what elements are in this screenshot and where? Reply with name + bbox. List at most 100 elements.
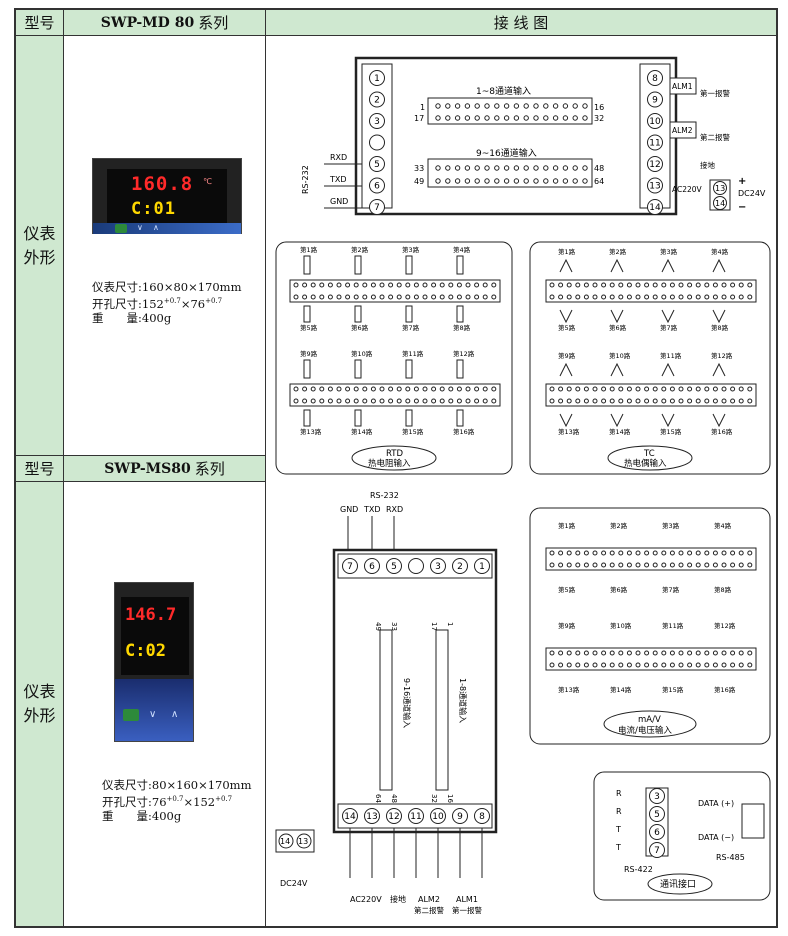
tc-pin bbox=[661, 386, 667, 392]
rtd-pin bbox=[370, 398, 376, 404]
rtd-channel-label: 第8路 bbox=[453, 323, 471, 332]
rtd-pin bbox=[345, 398, 351, 404]
input-dot bbox=[445, 103, 451, 109]
rtd-pin bbox=[319, 282, 325, 288]
mav-pin bbox=[704, 550, 710, 556]
mav-channel-label: 第10路 bbox=[610, 621, 632, 630]
ms80-top-term-ring bbox=[408, 558, 424, 574]
rtd-channel-label: 第10路 bbox=[351, 349, 373, 358]
rtd-pin bbox=[362, 282, 368, 288]
rtd-pin bbox=[474, 294, 480, 300]
mav-pin bbox=[721, 550, 727, 556]
input-dot bbox=[572, 178, 578, 184]
rtd-pin bbox=[474, 386, 480, 392]
input-dot bbox=[572, 165, 578, 171]
ms80-txd-label: TXD bbox=[363, 505, 381, 514]
comm-term: 7 bbox=[654, 846, 660, 856]
mav-pin bbox=[695, 550, 701, 556]
mav-pin bbox=[601, 562, 607, 568]
ms-set-key-icon bbox=[123, 709, 139, 721]
input-dot bbox=[503, 103, 510, 109]
input-dot bbox=[454, 103, 461, 109]
mav-pin bbox=[669, 662, 675, 668]
tc-pin bbox=[558, 294, 564, 300]
mav-pin bbox=[738, 662, 744, 668]
rtd-pin bbox=[491, 386, 497, 392]
input-dot bbox=[562, 178, 569, 184]
down-key-icon: ∨ bbox=[137, 223, 143, 232]
meter-md80-sv: C:01 bbox=[131, 199, 176, 219]
input-dot bbox=[474, 103, 480, 109]
rtd-pin bbox=[310, 294, 316, 300]
tc-pin bbox=[678, 282, 684, 288]
input-dot bbox=[435, 178, 441, 184]
tc-pin bbox=[635, 294, 641, 300]
tc-pin bbox=[738, 386, 744, 392]
meter-ms80-pv: 146.7 bbox=[125, 605, 177, 625]
tc-pin bbox=[721, 294, 727, 300]
mav-channel-label: 第5路 bbox=[558, 585, 576, 594]
tc-pin bbox=[669, 398, 675, 404]
meter-md80-pv: 160.8 bbox=[131, 173, 194, 195]
rtd-pin bbox=[396, 282, 402, 288]
wiring-title: 接 线 图 bbox=[493, 14, 549, 32]
tc-channel-label: 第15路 bbox=[660, 427, 682, 436]
input-dot bbox=[562, 103, 569, 109]
tc-pin bbox=[592, 282, 598, 288]
tc-pin bbox=[549, 282, 555, 288]
rtd-pin bbox=[405, 386, 411, 392]
mav-pin bbox=[661, 662, 667, 668]
input-dot bbox=[503, 165, 510, 171]
rtd-pin bbox=[465, 282, 471, 288]
thermocouple-icon bbox=[712, 309, 726, 324]
comm-label-oval bbox=[647, 873, 713, 895]
input-dot bbox=[582, 178, 588, 184]
mav-channel-label: 第4路 bbox=[714, 521, 732, 530]
ms80-bot-term: 13 bbox=[366, 812, 377, 822]
rtd-pin bbox=[293, 294, 299, 300]
row2-cut-tol-b: +0.7 bbox=[215, 795, 233, 803]
input-dot bbox=[484, 178, 490, 184]
tc-pin bbox=[669, 282, 675, 288]
input-dot bbox=[523, 115, 529, 121]
rtd-pin bbox=[448, 294, 454, 300]
md80-left-term-ring bbox=[369, 177, 385, 194]
mav-pin bbox=[730, 662, 736, 668]
mav-pin bbox=[583, 562, 589, 568]
rtd-pin bbox=[491, 294, 497, 300]
tc-pin bbox=[730, 398, 736, 404]
rtd-pin bbox=[388, 386, 394, 392]
rtd-channel-label: 第4路 bbox=[453, 245, 471, 254]
tc-pin bbox=[704, 398, 710, 404]
mav-pin bbox=[678, 650, 684, 656]
tc-pin bbox=[635, 386, 641, 392]
ms80-top-term-ring bbox=[342, 558, 358, 574]
ms-down-key-icon: ∨ bbox=[149, 709, 157, 720]
md80-n32: 32 bbox=[594, 114, 604, 123]
mav-pin bbox=[549, 550, 555, 556]
md80-right-term-ring bbox=[647, 199, 663, 215]
rtd-pin bbox=[465, 386, 471, 392]
rtd-channel-label: 第9路 bbox=[300, 349, 318, 358]
mav-pin bbox=[618, 650, 624, 656]
md80-ch1-8-label: 1~8通道输入 bbox=[476, 85, 531, 97]
mav-pin bbox=[695, 650, 701, 656]
md80-rxd-label: RXD bbox=[330, 153, 347, 162]
mav-pin bbox=[730, 550, 736, 556]
mav-pin bbox=[747, 562, 753, 568]
input-dot bbox=[435, 115, 441, 121]
input-dot bbox=[484, 165, 490, 171]
ms80-dc-term-13: 13 bbox=[298, 837, 308, 846]
ms80-dc-label: DC24V bbox=[280, 879, 308, 888]
mav-pin bbox=[695, 562, 701, 568]
rtd-pin bbox=[319, 294, 325, 300]
mav-pin bbox=[566, 562, 572, 568]
mav-pin bbox=[704, 562, 710, 568]
tc-pin bbox=[644, 386, 650, 392]
ms80-alm2-label: ALM2 bbox=[418, 895, 440, 904]
row2-cut-value-a: 76 bbox=[151, 794, 167, 809]
mav-pin bbox=[747, 550, 753, 556]
rtd-pin bbox=[431, 294, 437, 300]
